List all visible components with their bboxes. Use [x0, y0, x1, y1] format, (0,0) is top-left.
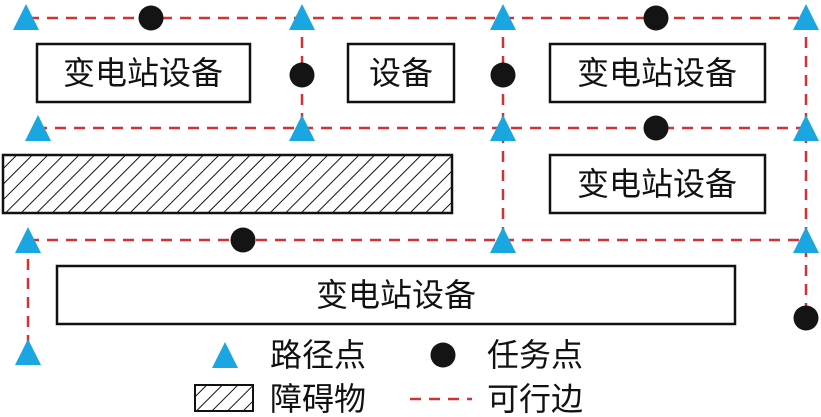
task-point-dot-icon: [643, 5, 669, 31]
equipment-top-right: 变电站设备: [548, 42, 767, 104]
equipment-label: 设备: [369, 54, 433, 92]
legend-hatch-icon: [194, 384, 254, 412]
legend: 路径点 任务点 障碍物 可行边: [194, 336, 583, 417]
path-point-triangle-icon: [15, 339, 41, 365]
legend-obstacle-label: 障碍物: [270, 380, 366, 417]
equipment-label: 变电站设备: [316, 276, 476, 314]
equipment-middle-right: 变电站设备: [548, 153, 767, 215]
equipment-label: 变电站设备: [63, 54, 223, 92]
feasible-edges: [26, 16, 808, 352]
path-point-triangle-icon: [490, 227, 516, 253]
path-point-triangle-icon: [289, 115, 315, 141]
equipment-label: 变电站设备: [577, 54, 737, 92]
task-points: [138, 5, 819, 331]
task-point-dot-icon: [490, 62, 516, 88]
task-point-dot-icon: [138, 5, 164, 31]
legend-triangle-icon: [212, 342, 238, 368]
path-point-triangle-icon: [793, 115, 819, 141]
path-point-triangle-icon: [289, 4, 315, 30]
path-point-triangle-icon: [793, 227, 819, 253]
path-point-triangle-icon: [15, 227, 41, 253]
equipment-label: 变电站设备: [577, 165, 737, 203]
path-point-triangle-icon: [13, 4, 39, 30]
task-point-dot-icon: [793, 305, 819, 331]
task-point-dot-icon: [643, 115, 669, 141]
legend-path-point-label: 路径点: [270, 336, 366, 374]
task-point-dot-icon: [289, 62, 315, 88]
legend-feasible-edge-label: 可行边: [487, 380, 583, 417]
equipment-top-left: 变电站设备: [35, 42, 252, 104]
legend-dot-icon: [430, 342, 456, 368]
path-point-triangle-icon: [490, 115, 516, 141]
equipment-bottom: 变电站设备: [55, 264, 737, 326]
path-point-triangle-icon: [25, 115, 51, 141]
task-point-dot-icon: [230, 227, 256, 253]
path-point-triangle-icon: [793, 4, 819, 30]
equipment-top-middle: 设备: [346, 42, 456, 104]
path-point-triangle-icon: [490, 4, 516, 30]
obstacle: [1, 153, 454, 215]
path-points: [13, 4, 819, 365]
legend-task-point-label: 任务点: [487, 336, 583, 374]
